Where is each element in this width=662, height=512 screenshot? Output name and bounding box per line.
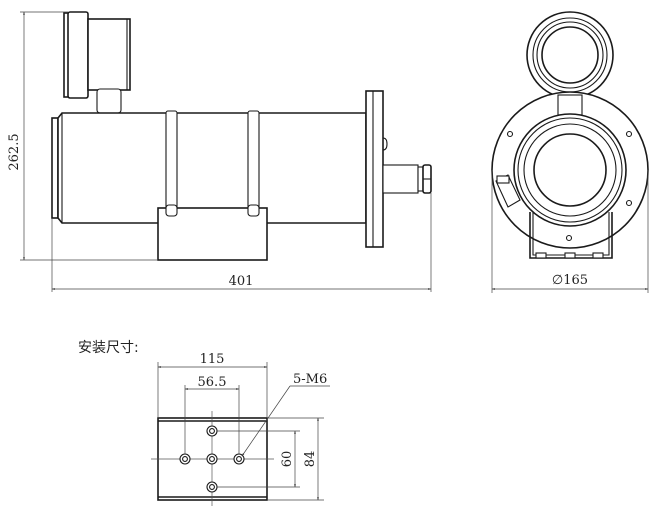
junction-box-front bbox=[526, 11, 614, 99]
dimension-height: 262.5 bbox=[7, 11, 158, 261]
mounting-view: 安装尺寸: 115 56.5 bbox=[78, 340, 330, 506]
dimension-length: 401 bbox=[51, 193, 432, 292]
hole-spacing-h-label: 56.5 bbox=[198, 375, 227, 390]
front-view: ∅165 bbox=[491, 11, 649, 293]
diameter-dimension-label: ∅165 bbox=[552, 273, 588, 288]
bolt-hole bbox=[625, 199, 633, 207]
dimension-plate-height: 84 bbox=[267, 417, 324, 501]
camera-housing bbox=[51, 90, 432, 261]
mounting-hole bbox=[206, 425, 218, 437]
mounting-hole bbox=[206, 453, 218, 465]
height-dimension-label: 262.5 bbox=[7, 133, 22, 170]
length-dimension-label: 401 bbox=[229, 274, 254, 289]
bolt-hole bbox=[506, 130, 514, 138]
hole-callout: 5-M6 bbox=[241, 372, 330, 457]
hole-spacing-v-label: 60 bbox=[280, 451, 295, 468]
mounting-hole bbox=[179, 453, 191, 465]
plate-height-label: 84 bbox=[303, 451, 318, 468]
dimension-hole-spacing-h: 56.5 bbox=[184, 375, 240, 454]
bolt-hole bbox=[565, 234, 573, 242]
dimension-diameter: ∅165 bbox=[491, 170, 649, 293]
dimension-width: 115 bbox=[157, 352, 268, 418]
junction-box bbox=[63, 11, 131, 114]
bolt-hole bbox=[625, 130, 633, 138]
dimension-hole-spacing-v: 60 bbox=[217, 430, 300, 488]
mounting-title: 安装尺寸: bbox=[78, 340, 139, 356]
hole-callout-label: 5-M6 bbox=[293, 372, 327, 387]
width-dimension-label: 115 bbox=[200, 352, 225, 367]
mounting-hole bbox=[206, 481, 218, 493]
side-view: 262.5 401 bbox=[7, 11, 432, 292]
